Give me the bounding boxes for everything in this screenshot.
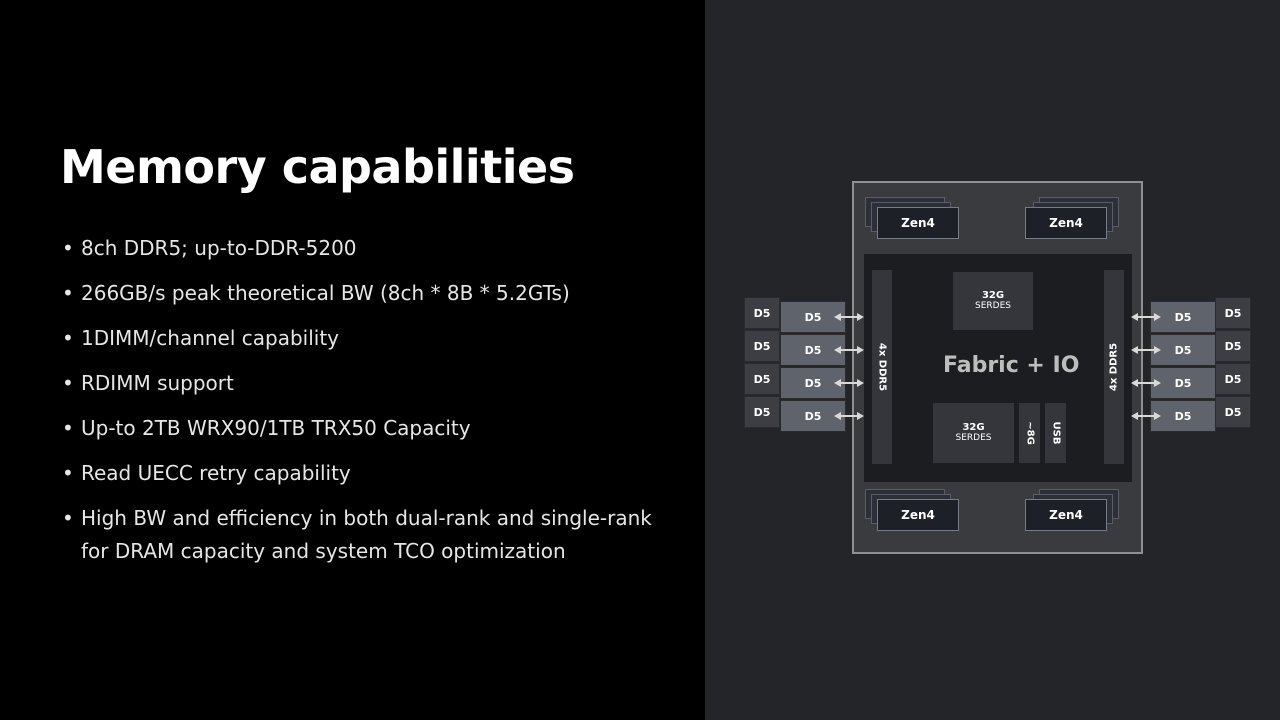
zen4-label: Zen4 [877,207,959,239]
bullet-dot: • [62,416,74,440]
zen4-label: Zen4 [1025,207,1107,239]
double-arrow-icon [1131,346,1161,354]
serdes-speed: 32G [981,290,1005,301]
usb-block: USB [1045,403,1066,463]
double-arrow-icon [834,379,864,387]
bullet-text: RDIMM support [81,371,234,395]
bullet-item: • Read UECC retry capability [62,457,662,490]
dimm-back: D5 [1215,297,1251,329]
double-arrow-icon [834,313,864,321]
bullet-dot: • [62,461,74,485]
bullet-dot: • [62,236,74,260]
bullet-item: • 266GB/s peak theoretical BW (8ch * 8B *… [62,277,662,310]
bullet-dot: • [62,326,74,350]
bullet-list: • 8ch DDR5; up-to-DDR-5200 • 266GB/s peak … [62,232,662,580]
ddr5-controller-left: 4x DDR5 [872,270,892,464]
fabric-io-label: Fabric + IO [943,353,1080,378]
serdes-speed: 32G [962,422,985,433]
bullet-dot: • [62,281,74,305]
dimm-back: D5 [744,363,780,395]
dimm-back: D5 [744,297,780,329]
dimm-back: D5 [1215,396,1251,428]
double-arrow-icon [834,412,864,420]
serdes-label: SERDES [955,433,992,443]
diagram-panel: Zen4 Zen4 Zen4 Zen4 4x DDR5 4x DDR5 32G … [705,0,1280,720]
dimm-back: D5 [744,396,780,428]
small-io-block: ~8G [1019,403,1040,463]
small-io-label: ~8G [1024,421,1035,445]
double-arrow-icon [1131,313,1161,321]
bullet-item: • RDIMM support [62,367,662,400]
double-arrow-icon [1131,379,1161,387]
dimm-back: D5 [744,330,780,362]
serdes-label: SERDES [975,301,1011,311]
double-arrow-icon [1131,412,1161,420]
bullet-text: 1DIMM/channel capability [81,326,340,350]
double-arrow-icon [834,346,864,354]
bullet-item: • High BW and efficiency in both dual-ran… [62,502,662,568]
bullet-text: 266GB/s peak theoretical BW (8ch * 8B * … [81,281,570,305]
bullet-item: • 1DIMM/channel capability [62,322,662,355]
dimm-front: D5 [1150,400,1216,432]
dimm-front: D5 [780,334,846,366]
usb-label: USB [1050,421,1061,445]
ddr5-label-left: 4x DDR5 [876,342,888,392]
bullet-item: • 8ch DDR5; up-to-DDR-5200 [62,232,662,265]
ddr5-controller-right: 4x DDR5 [1104,270,1124,464]
zen4-ccd-bottom-left: Zen4 [865,489,961,531]
bullet-dot: • [62,506,74,530]
bullet-text: High BW and efficiency in both dual-rank… [81,506,652,563]
bullet-text: 8ch DDR5; up-to-DDR-5200 [81,236,357,260]
bullet-dot: • [62,371,74,395]
slide-title: Memory capabilities [60,140,575,194]
bullet-item: • Up-to 2TB WRX90/1TB TRX50 Capacity [62,412,662,445]
text-panel: Memory capabilities • 8ch DDR5; up-to-DDR… [60,140,662,580]
bullet-text: Up-to 2TB WRX90/1TB TRX50 Capacity [81,416,471,440]
dimm-back: D5 [1215,363,1251,395]
zen4-ccd-bottom-right: Zen4 [1025,489,1121,531]
zen4-ccd-top-left: Zen4 [865,197,961,239]
dimm-back: D5 [1215,330,1251,362]
zen4-label: Zen4 [1025,499,1107,531]
serdes-block-bottom: 32G SERDES [933,403,1014,463]
serdes-block-top: 32G SERDES [953,272,1033,330]
zen4-ccd-top-right: Zen4 [1025,197,1121,239]
zen4-label: Zen4 [877,499,959,531]
ddr5-label-right: 4x DDR5 [1108,342,1120,392]
dimm-front: D5 [1150,301,1216,333]
bullet-text: Read UECC retry capability [81,461,351,485]
